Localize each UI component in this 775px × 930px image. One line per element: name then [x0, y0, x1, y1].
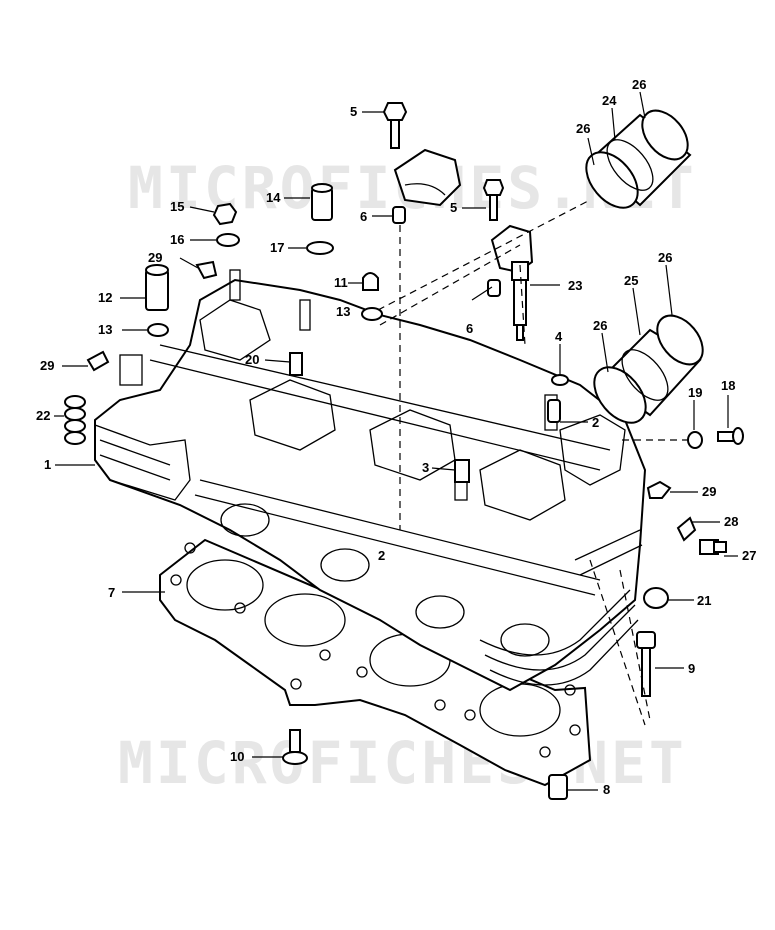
callout-13-left: 13	[98, 322, 112, 337]
callout-9: 9	[688, 661, 695, 676]
callout-2-center: 2	[378, 548, 385, 563]
callout-10: 10	[230, 749, 244, 764]
callout-28: 28	[724, 514, 738, 529]
callout-2-right: 2	[592, 415, 599, 430]
callout-26-b: 26	[632, 77, 646, 92]
callout-26-a: 26	[576, 121, 590, 136]
callout-6-right: 6	[466, 321, 473, 336]
callout-29-right: 29	[702, 484, 716, 499]
callout-3: 3	[422, 460, 429, 475]
cam-cap-lower	[490, 224, 534, 274]
watermark-bottom: MICROFICHES.NET	[118, 729, 687, 797]
callout-26-d: 26	[593, 318, 607, 333]
washer-13-right	[361, 307, 383, 321]
callout-26-c: 26	[658, 250, 672, 265]
dowel-2	[547, 399, 561, 423]
seal-22	[64, 395, 86, 445]
gasket-28	[676, 516, 697, 542]
dowel-6-right	[487, 279, 501, 297]
callout-12: 12	[98, 290, 112, 305]
callout-20: 20	[245, 352, 259, 367]
callout-17: 17	[270, 240, 284, 255]
nut-15	[212, 202, 238, 226]
callout-11: 11	[334, 275, 348, 290]
cylinder-head	[94, 269, 647, 692]
bolt-10	[282, 729, 308, 765]
bolt-27	[699, 539, 727, 555]
callout-24: 24	[602, 93, 617, 108]
callout-1: 1	[44, 457, 51, 472]
plug-4	[551, 374, 569, 386]
oring-17	[306, 241, 334, 255]
cap-nut-11	[362, 272, 379, 291]
leader-lines	[54, 91, 738, 791]
callout-5-top: 5	[350, 104, 357, 119]
cap-29-upper	[195, 260, 218, 280]
callout-19: 19	[688, 385, 702, 400]
callout-29-upper: 29	[148, 250, 162, 265]
guide-3	[454, 459, 470, 483]
cap-29-right	[646, 480, 672, 499]
callout-18: 18	[721, 378, 735, 393]
callout-21: 21	[697, 593, 711, 608]
head-gasket	[159, 538, 592, 787]
callout-27: 27	[742, 548, 756, 563]
cap-29-left	[86, 350, 110, 372]
spark-plug-23	[511, 261, 529, 341]
callout-4: 4	[555, 329, 563, 344]
sleeve-12	[145, 264, 169, 311]
callout-29-left: 29	[40, 358, 54, 373]
callout-15: 15	[170, 199, 184, 214]
bolt-9	[636, 631, 656, 697]
callout-25: 25	[624, 273, 638, 288]
screw-18	[717, 427, 744, 445]
callout-14: 14	[266, 190, 281, 205]
callout-22: 22	[36, 408, 50, 423]
cam-cap-upper	[393, 148, 462, 207]
dowel-8	[548, 774, 568, 800]
callout-16: 16	[170, 232, 184, 247]
callout-23: 23	[568, 278, 582, 293]
cap-21	[643, 587, 669, 609]
washer-16	[216, 233, 240, 247]
tappet-14	[311, 183, 333, 221]
bolt-5-right	[482, 179, 505, 221]
callout-5-right: 5	[450, 200, 457, 215]
callout-6-left: 6	[360, 209, 367, 224]
callout-labels: 5 5 6 6 14 15 16 17 11 13 12 13 29 29 22…	[36, 77, 756, 797]
washer-13-left	[147, 323, 169, 337]
callout-8: 8	[603, 782, 610, 797]
intake-boot-25	[593, 314, 704, 424]
callout-13-right: 13	[336, 304, 350, 319]
dowel-6-left	[392, 206, 406, 224]
bolt-5-top	[382, 102, 408, 149]
washer-19	[687, 431, 703, 449]
callout-7: 7	[108, 585, 115, 600]
stud-20	[289, 352, 303, 376]
